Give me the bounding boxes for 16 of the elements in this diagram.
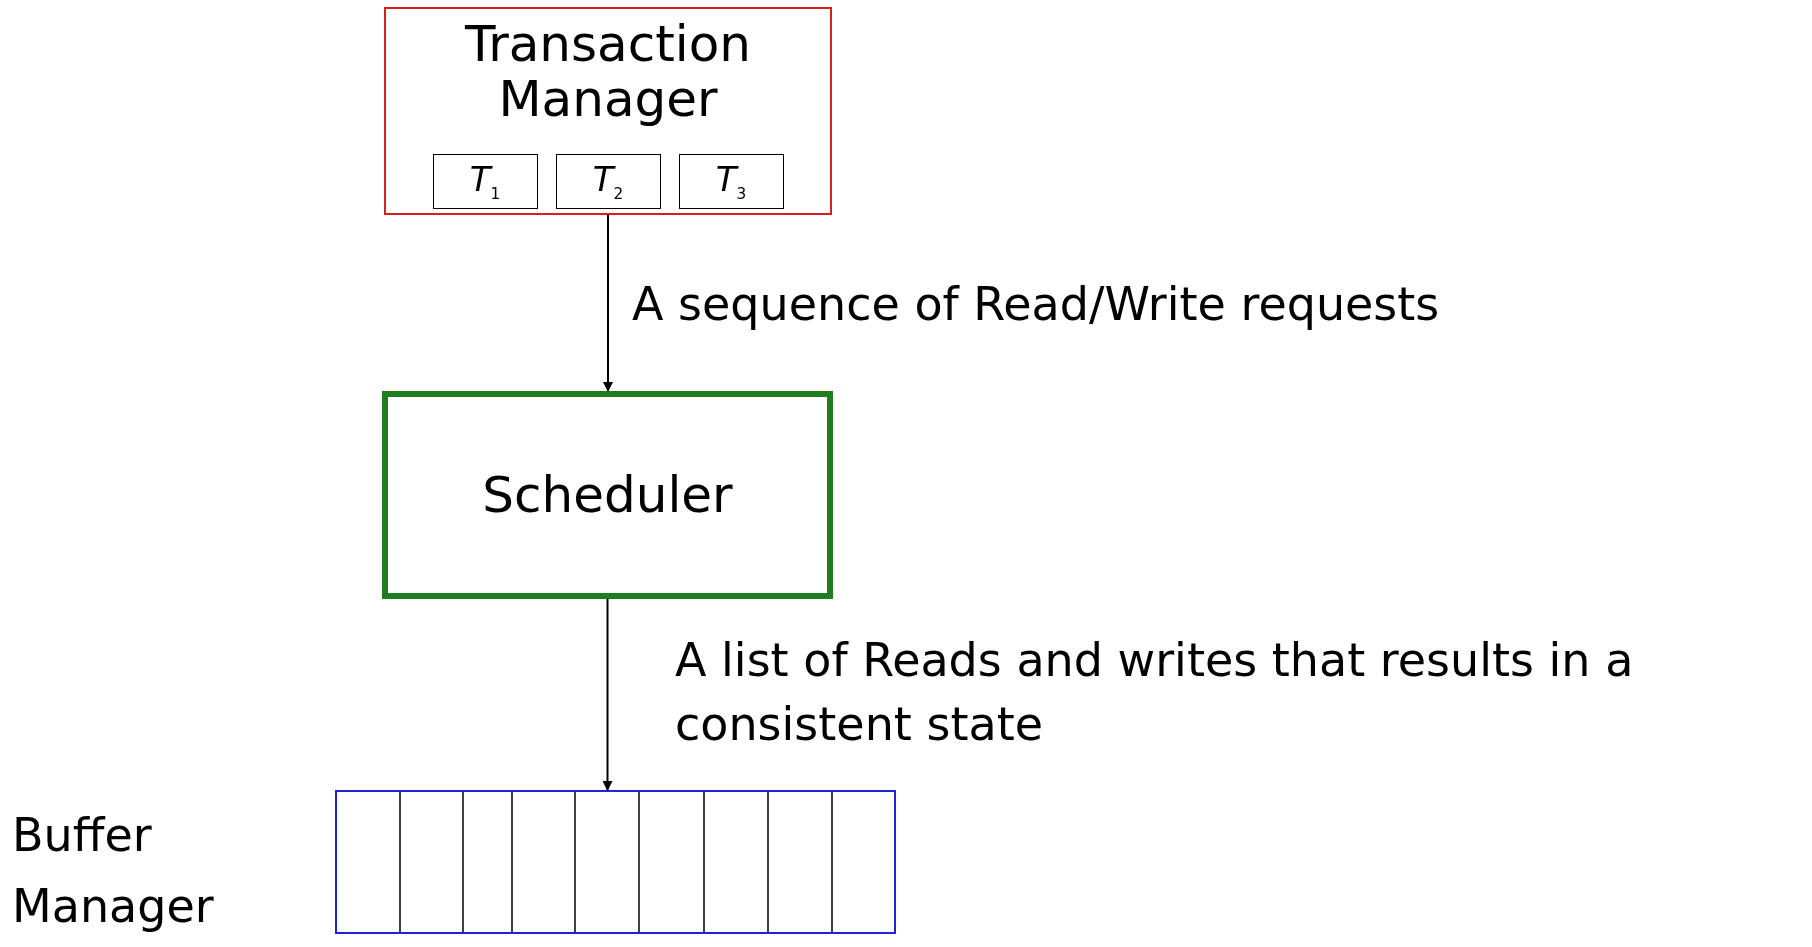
transaction-box: [678, 154, 784, 209]
node-label: T$_{2}$: [592, 160, 624, 203]
edge-label: A list of Reads and writes that results in a consistent state: [675, 632, 1635, 754]
scheduler-box: [382, 391, 833, 599]
arrow: [603, 214, 613, 392]
node-label: T$_{1}$: [469, 160, 501, 203]
buffer-caption: Buffer Manager: [12, 807, 215, 936]
manager-box: [384, 7, 832, 215]
node-label: T$_{3}$: [715, 160, 747, 203]
arrow: [602, 598, 613, 791]
node-label: Scheduler: [482, 467, 733, 523]
edge-label: A sequence of Read/Write requests: [632, 276, 1441, 333]
transaction-box: [432, 154, 538, 209]
transaction-box: [555, 154, 661, 209]
node-label: Transaction Manager: [463, 17, 752, 127]
buffer-drawing: [335, 790, 896, 934]
